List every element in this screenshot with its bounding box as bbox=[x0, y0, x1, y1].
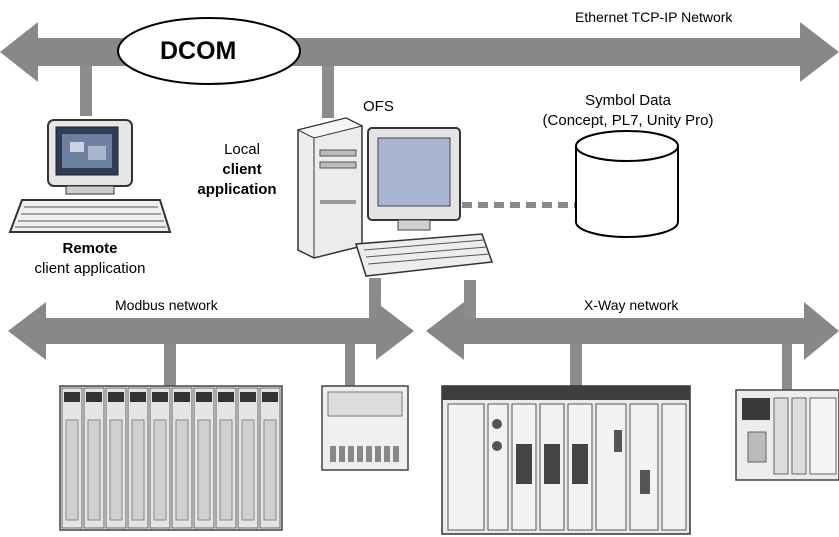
local-label-1: Local bbox=[224, 141, 260, 158]
database-icon bbox=[575, 130, 679, 238]
remote-label-1: Remote bbox=[62, 240, 118, 257]
drop-modbus-plc bbox=[164, 344, 176, 386]
modbus-bus bbox=[8, 302, 414, 360]
drop-xway-rack bbox=[570, 344, 582, 386]
drop-remote bbox=[80, 66, 92, 116]
modbus-label: Modbus network bbox=[115, 297, 218, 313]
xway-bus bbox=[426, 302, 839, 360]
plc-rack-icon bbox=[59, 385, 283, 531]
ethernet-label: Ethernet TCP-IP Network bbox=[575, 9, 733, 25]
symbol-data-sub: (Concept, PL7, Unity Pro) bbox=[542, 112, 714, 129]
workstation-icon bbox=[8, 119, 172, 233]
io-module-icon bbox=[321, 385, 409, 471]
drop-modbus-io bbox=[345, 344, 355, 386]
xway-rack-icon bbox=[441, 385, 691, 535]
local-label-3: application bbox=[197, 181, 277, 198]
drop-ofs-xway bbox=[464, 280, 476, 318]
ethernet-bus bbox=[0, 22, 839, 82]
xway-label: X-Way network bbox=[584, 297, 679, 313]
ofs-label: OFS bbox=[363, 98, 394, 115]
drop-ofs bbox=[322, 66, 334, 118]
dcom-ellipse bbox=[117, 17, 301, 85]
dcom-label: DCOM bbox=[160, 37, 237, 65]
local-label-2: client bbox=[222, 161, 262, 178]
drop-xway-small bbox=[782, 344, 792, 390]
server-pc-icon bbox=[296, 117, 494, 277]
symbol-data-title: Symbol Data bbox=[585, 92, 671, 109]
remote-label-2: client application bbox=[34, 260, 146, 277]
xway-small-plc-icon bbox=[735, 389, 839, 481]
